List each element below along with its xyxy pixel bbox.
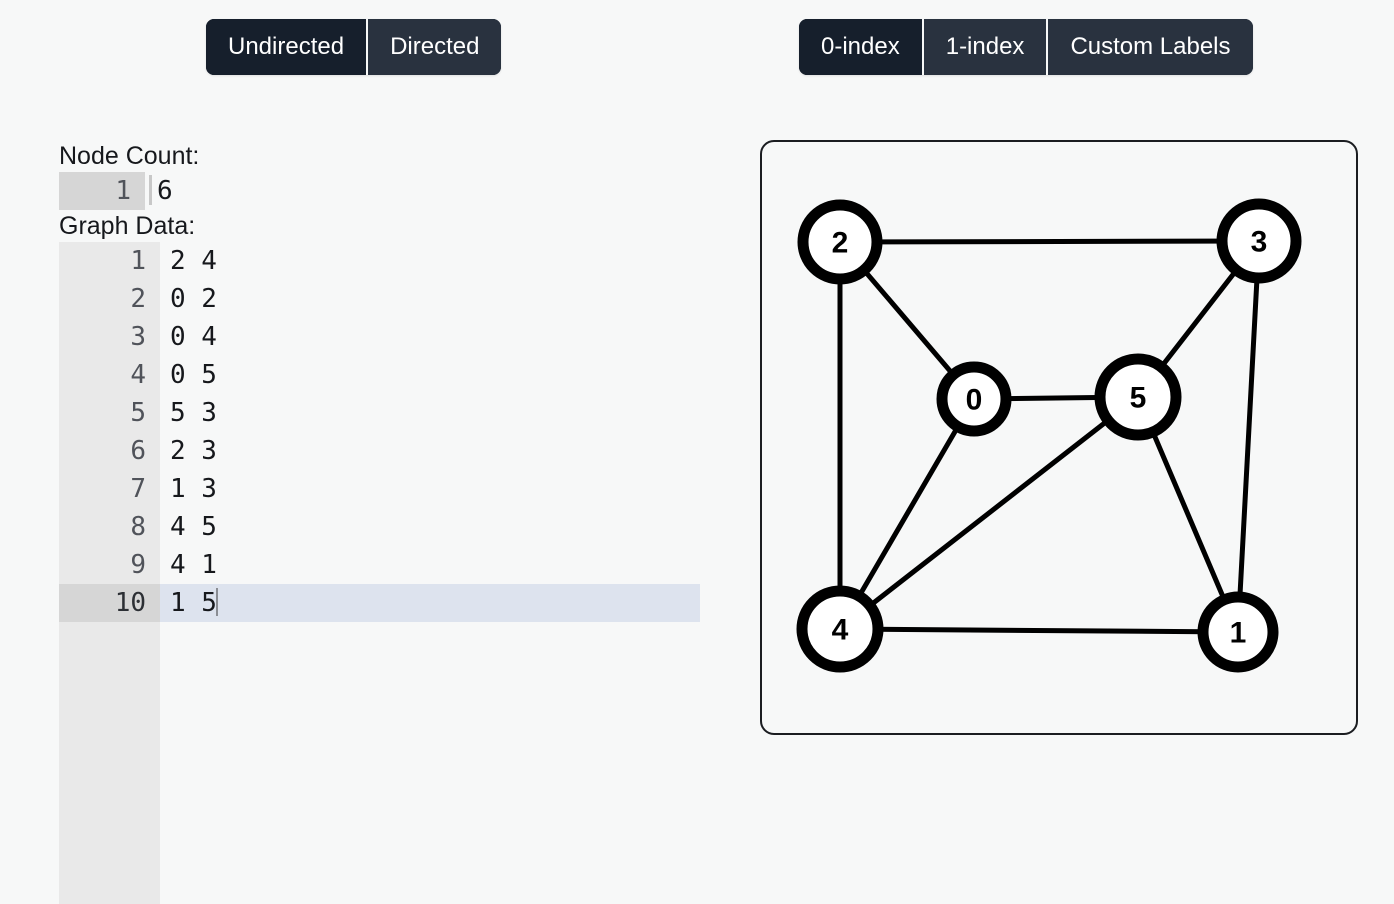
graph-data-line-text: 4 5 [170, 512, 217, 542]
text-caret [149, 175, 152, 205]
graph-node-circle[interactable] [1197, 591, 1279, 673]
graph-data-line[interactable]: 1 3 [160, 470, 700, 508]
graph-node-circle[interactable] [1216, 198, 1302, 284]
graph-data-line-text: 0 5 [170, 360, 217, 390]
graph-node-circle[interactable] [797, 199, 883, 285]
graph-data-line-text: 1 3 [170, 474, 217, 504]
graph-node-label: 0 [966, 384, 983, 417]
graph-node-label: 1 [1230, 617, 1247, 650]
graph-edge [837, 394, 1141, 632]
graph-node[interactable]: 2 [797, 199, 883, 285]
graph-data-line[interactable]: 0 2 [160, 280, 700, 318]
graph-node-label: 3 [1251, 226, 1268, 259]
gutter-line-number: 5 [130, 398, 146, 428]
graph-node[interactable]: 5 [1094, 353, 1182, 441]
graph-edges-group [837, 238, 1262, 635]
graph-canvas[interactable]: 0 1 2 3 4 5 [762, 142, 1356, 733]
label-mode-toggle[interactable]: 0-index 1-index Custom Labels [799, 19, 1253, 75]
label-mode-option-1-index[interactable]: 1-index [921, 19, 1047, 75]
graph-edge [837, 238, 1262, 245]
gutter-line-number: 10 [59, 584, 160, 622]
graph-node[interactable]: 3 [1216, 198, 1302, 284]
label-mode-option-0-index[interactable]: 0-index [799, 19, 922, 75]
label-mode-option-custom-labels[interactable]: Custom Labels [1046, 19, 1253, 75]
graph-visualization-panel[interactable]: 0 1 2 3 4 5 [760, 140, 1358, 735]
graph-node[interactable]: 4 [796, 585, 884, 673]
node-count-line[interactable]: 6 [145, 172, 700, 210]
graph-node-label: 4 [832, 614, 849, 647]
graph-data-line[interactable]: 1 5 [160, 584, 700, 622]
node-count-code-area[interactable]: 6 [145, 172, 700, 210]
gutter-line-number: 7 [130, 474, 146, 504]
node-count-label: Node Count: [59, 142, 200, 170]
gutter-line-number: 9 [130, 550, 146, 580]
text-caret [215, 588, 218, 616]
graph-data-line[interactable]: 5 3 [160, 394, 700, 432]
node-count-gutter: 1 [59, 172, 145, 210]
graph-mode-toggle[interactable]: Undirected Directed [206, 19, 502, 75]
graph-edge [1235, 238, 1262, 635]
graph-data-code-area[interactable]: 2 4 0 2 0 4 0 5 5 3 2 3 1 3 4 5 4 1 1 5 [160, 242, 700, 904]
gutter-line-number: 6 [130, 436, 146, 466]
graph-data-line-text: 4 1 [170, 550, 217, 580]
graph-node[interactable]: 1 [1197, 591, 1279, 673]
graph-nodes-group: 0 1 2 3 4 5 [796, 198, 1302, 673]
gutter-line-number: 1 [59, 172, 145, 210]
graph-data-line[interactable]: 0 5 [160, 356, 700, 394]
graph-data-line[interactable]: 2 3 [160, 432, 700, 470]
gutter-line-number: 2 [130, 284, 146, 314]
graph-data-line[interactable]: 2 4 [160, 242, 700, 280]
graph-data-line-text: 0 2 [170, 284, 217, 314]
graph-node-circle[interactable] [796, 585, 884, 673]
gutter-line-number: 1 [130, 246, 146, 276]
gutter-line-number: 3 [130, 322, 146, 352]
graph-mode-option-directed[interactable]: Directed [366, 19, 502, 75]
graph-data-gutter: 1 2 3 4 5 6 7 8 9 10 [59, 242, 160, 904]
graph-data-line-text: 5 3 [170, 398, 217, 428]
graph-data-editor[interactable]: 1 2 3 4 5 6 7 8 9 10 2 4 0 2 0 4 0 5 5 3 2 3 1 3 4 5 4 1 1… [59, 242, 700, 904]
node-count-editor[interactable]: 1 6 [59, 172, 700, 210]
graph-node-circle[interactable] [936, 361, 1012, 437]
graph-data-line-text: 2 4 [170, 246, 217, 276]
graph-data-line-text: 2 3 [170, 436, 217, 466]
graph-node-label: 5 [1130, 382, 1147, 415]
graph-mode-option-undirected[interactable]: Undirected [206, 19, 367, 75]
gutter-line-number: 4 [130, 360, 146, 390]
graph-data-line[interactable]: 0 4 [160, 318, 700, 356]
graph-node-label: 2 [832, 227, 849, 260]
graph-data-line[interactable]: 4 5 [160, 508, 700, 546]
graph-data-line-text: 0 4 [170, 322, 217, 352]
graph-data-line[interactable]: 4 1 [160, 546, 700, 584]
graph-data-label: Graph Data: [59, 212, 196, 240]
graph-node-circle[interactable] [1094, 353, 1182, 441]
graph-edge [837, 396, 977, 632]
graph-edge [837, 626, 1241, 635]
gutter-line-number: 8 [130, 512, 146, 542]
node-count-value: 6 [157, 176, 173, 206]
graph-data-line-text: 1 5 [170, 588, 217, 618]
graph-node[interactable]: 0 [936, 361, 1012, 437]
gutter-empty-area [59, 622, 160, 904]
